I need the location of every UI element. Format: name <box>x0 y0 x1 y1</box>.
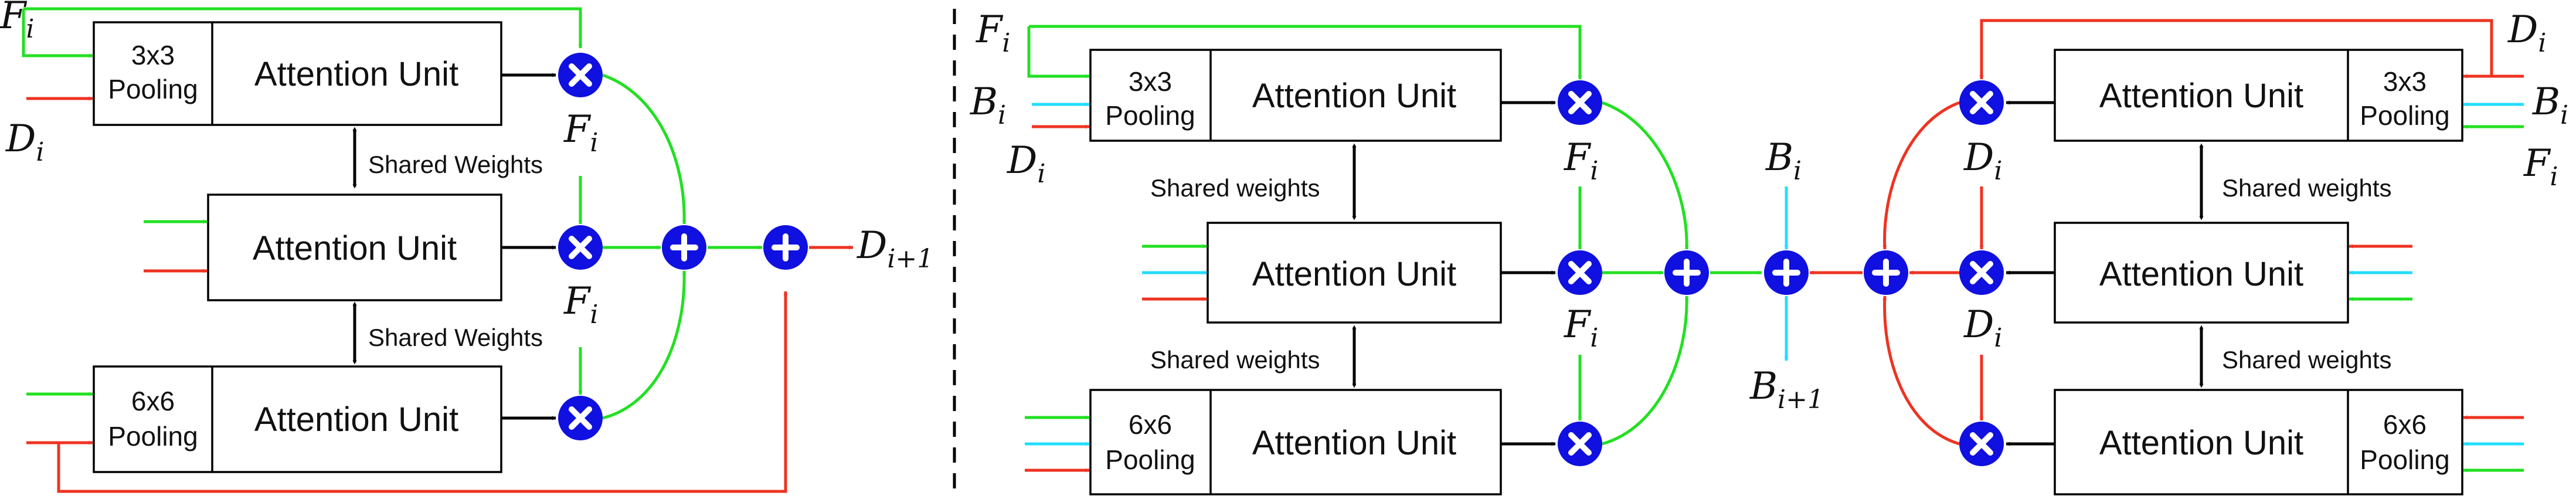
right-f-label-2: Fi <box>1564 303 1598 353</box>
right-unit-6: Attention Unit 6x6 Pooling <box>2054 389 2463 495</box>
right-unit-3-pool-word: Pooling <box>1105 444 1195 475</box>
right-unit-6-box <box>2054 389 2463 495</box>
left-unit-3-label: Attention Unit <box>254 400 458 439</box>
left-shared-weights-label-2: Shared Weights <box>368 324 543 351</box>
right-input-f-label: Fi <box>976 8 1010 58</box>
left-unit-3-pool-word: Pooling <box>108 421 198 452</box>
right-b-input-label: Bi <box>1765 136 1802 186</box>
right-curve-top-right-to-add <box>1882 101 1960 250</box>
right-d-label-1: Di <box>1963 136 2002 186</box>
right-multiply-icon-5 <box>1959 250 2004 295</box>
right-unit-4: Attention Unit 3x3 Pooling <box>2054 49 2463 142</box>
right-b-output-label: Bi+1 <box>1749 365 1824 415</box>
right-unit-1: 3x3 Pooling Attention Unit <box>1089 49 1502 142</box>
right-add-icon-left <box>1664 250 1709 295</box>
left-unit-1-pool-word: Pooling <box>108 74 198 104</box>
left-input-f-label: Fi <box>0 0 34 44</box>
right-multiply-icon-4 <box>1959 80 2004 125</box>
left-input-d-label: Di <box>5 117 44 167</box>
left-add-icon-1 <box>662 225 706 270</box>
right-unit-3-pool-size: 6x6 <box>1129 409 1172 440</box>
right-input-d-right-label: Di <box>2507 8 2546 58</box>
left-unit-2-box <box>207 194 502 301</box>
left-panel: Fi Di 3x3 Pooling Attention Unit Attenti… <box>0 0 933 493</box>
right-multiply-icon-2 <box>1558 250 1602 295</box>
left-shared-weights-label-1: Shared Weights <box>368 151 543 178</box>
right-input-b-right-label: Bi <box>2532 80 2568 130</box>
right-unit-2: Attention Unit <box>1207 222 1502 324</box>
right-shared-weights-label-2: Shared weights <box>1150 346 1320 374</box>
right-d-top-bypass <box>1979 19 2493 80</box>
right-input-f-right-label: Fi <box>2523 142 2558 192</box>
right-multiply-icon-1 <box>1558 80 1602 125</box>
left-unit-3: 6x6 Pooling Attention Unit <box>93 365 502 473</box>
left-output-label: Di+1 <box>857 224 933 274</box>
left-curve-bottom-to-add <box>602 270 687 420</box>
right-curve-top-to-add <box>1602 101 1689 250</box>
right-unit-4-label: Attention Unit <box>2099 77 2303 115</box>
right-unit-3-label: Attention Unit <box>1252 424 1456 462</box>
right-unit-4-pool-size: 3x3 <box>2383 66 2427 97</box>
right-input-d-label: Di <box>1007 139 1045 189</box>
right-add-icon-right <box>1864 250 1908 295</box>
left-d-bypass-arrow <box>57 291 788 493</box>
right-f-top-bypass <box>1029 25 1582 80</box>
right-unit-3-box <box>1089 389 1502 495</box>
left-unit-3-pool-size: 6x6 <box>131 386 175 416</box>
left-multiply-icon-3 <box>558 396 603 440</box>
left-multiply-icon-2 <box>558 225 603 270</box>
right-shared-weights-label-4: Shared weights <box>2222 346 2392 374</box>
right-unit-6-label: Attention Unit <box>2099 424 2303 462</box>
left-curve-top-to-add <box>602 73 687 225</box>
left-f-input-arrow-1 <box>22 9 93 58</box>
left-add-icon-2 <box>763 225 808 270</box>
right-curve-bottom-right-to-add <box>1882 296 1960 446</box>
left-unit-2-label: Attention Unit <box>253 229 457 267</box>
right-unit-2-box <box>1207 222 1502 324</box>
right-d-label-2: Di <box>1963 303 2002 353</box>
right-f-input-arrow-1 <box>1027 26 1090 79</box>
right-unit-1-label: Attention Unit <box>1252 77 1456 115</box>
left-multiply-icon-1 <box>558 53 603 97</box>
left-unit-2: Attention Unit <box>207 194 502 301</box>
right-panel: Fi Bi Di Di Bi Fi 3x3 Pooling Attention … <box>970 8 2568 495</box>
right-curve-bottom-to-add <box>1602 296 1689 446</box>
right-input-b-label: Bi <box>970 80 1006 130</box>
left-unit-1-pool-size: 3x3 <box>131 40 175 70</box>
right-multiply-icon-3 <box>1558 422 1602 466</box>
right-f-label-1: Fi <box>1564 136 1598 186</box>
left-f-label-2: Fi <box>563 280 598 330</box>
right-shared-weights-label-1: Shared weights <box>1150 174 1320 202</box>
left-unit-1-label: Attention Unit <box>254 55 458 93</box>
left-f-label-1: Fi <box>563 108 598 158</box>
left-unit-3-box <box>93 365 502 473</box>
left-unit-1-box <box>93 21 502 126</box>
right-unit-5: Attention Unit <box>2054 222 2349 324</box>
right-unit-1-box <box>1089 49 1502 142</box>
right-shared-weights-label-3: Shared weights <box>2222 174 2392 202</box>
right-unit-6-pool-word: Pooling <box>2360 444 2449 475</box>
right-unit-6-pool-size: 6x6 <box>2383 409 2427 440</box>
right-unit-2-label: Attention Unit <box>1252 255 1456 293</box>
left-unit-1: 3x3 Pooling Attention Unit <box>93 21 502 126</box>
left-f-top-bypass <box>23 7 583 49</box>
right-unit-5-box <box>2054 222 2349 324</box>
right-unit-5-label: Attention Unit <box>2099 255 2303 293</box>
right-multiply-icon-6 <box>1959 422 2004 466</box>
right-add-icon-center <box>1764 250 1809 295</box>
right-unit-1-pool-word: Pooling <box>1105 100 1195 131</box>
right-unit-3: 6x6 Pooling Attention Unit <box>1089 389 1502 495</box>
right-unit-1-pool-size: 3x3 <box>1129 66 1172 97</box>
right-unit-4-pool-word: Pooling <box>2360 100 2449 131</box>
right-unit-4-box <box>2054 49 2463 142</box>
